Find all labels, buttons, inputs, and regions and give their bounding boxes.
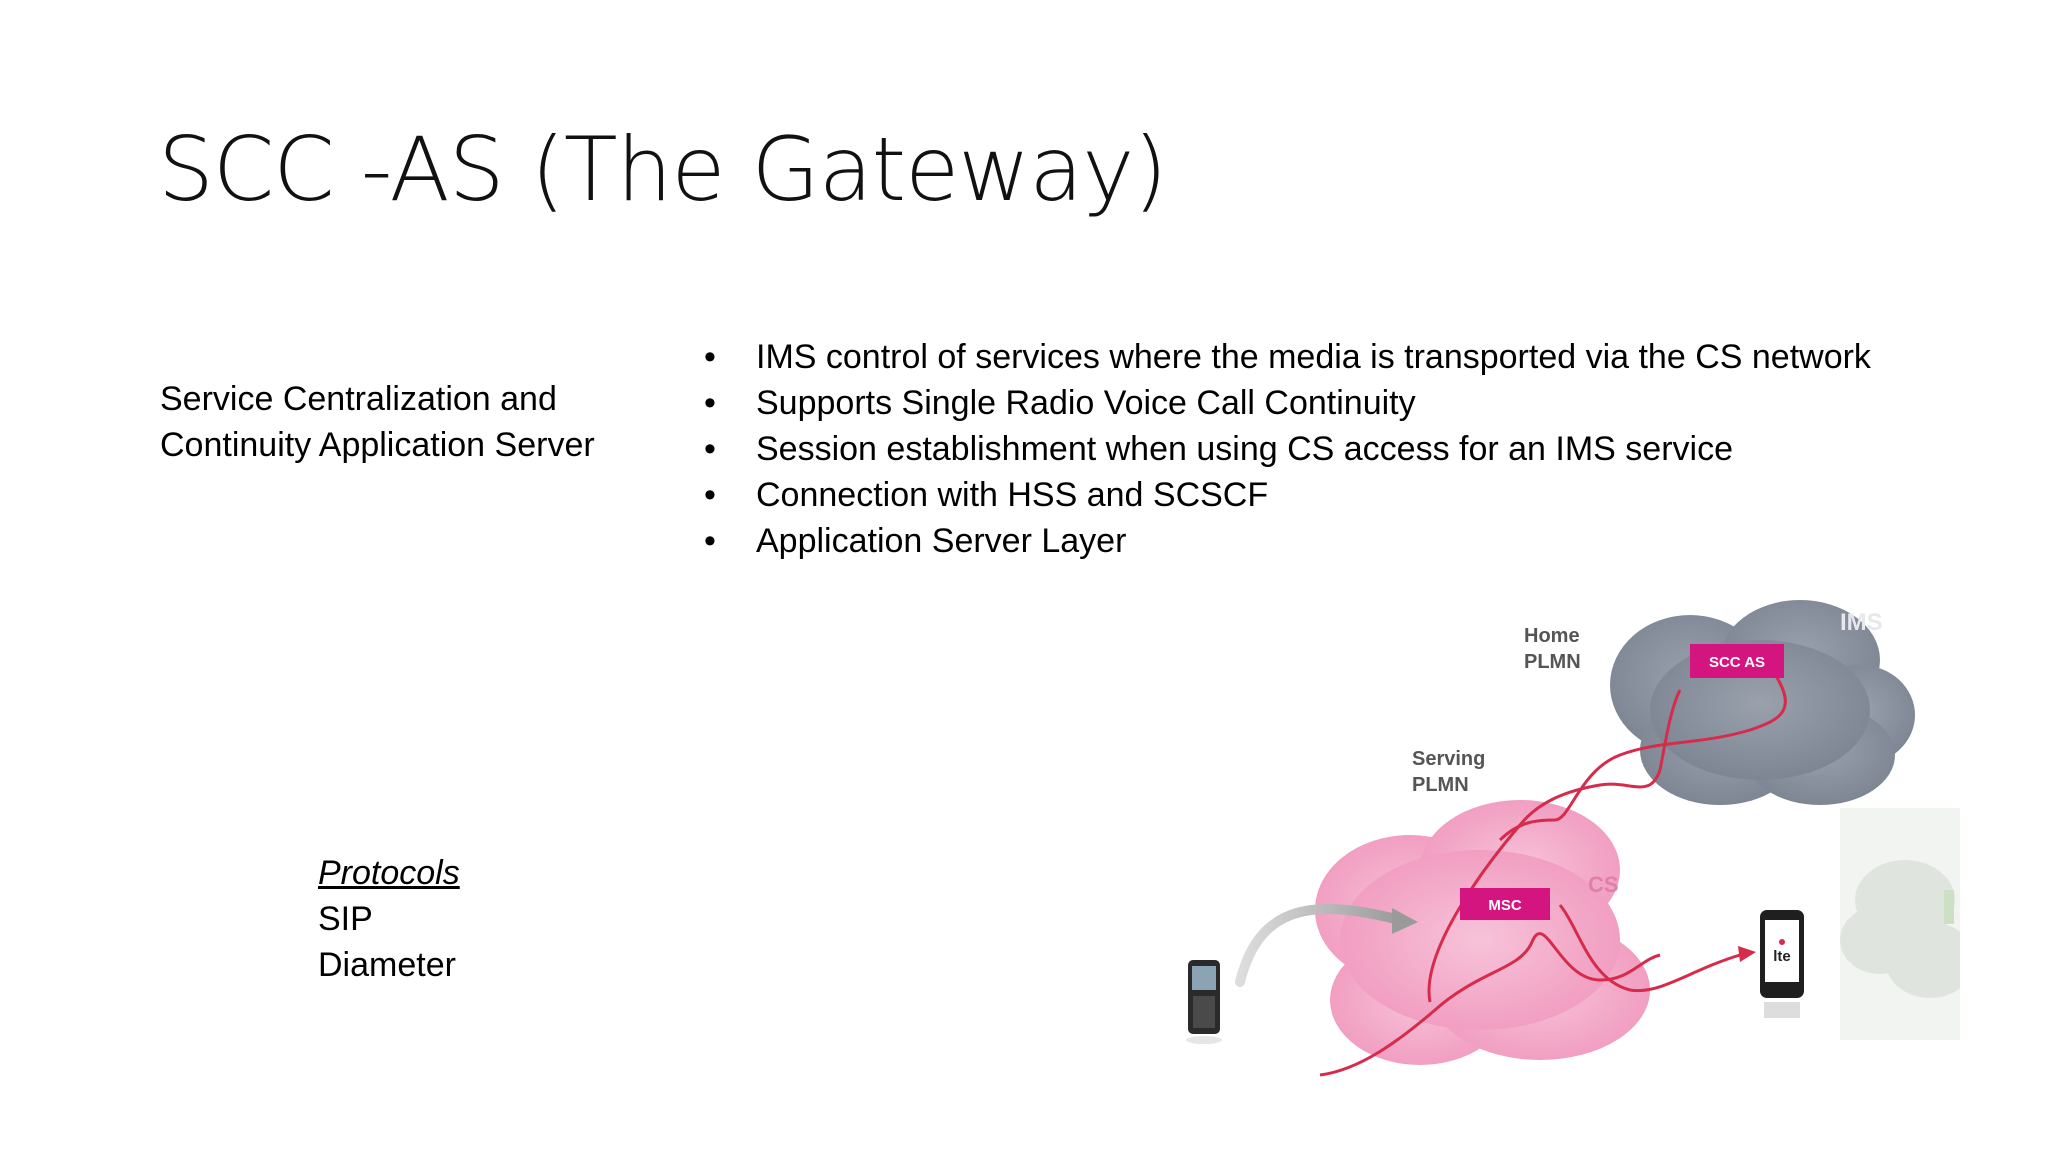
call-path-arrowhead-icon xyxy=(1738,946,1756,962)
cs-label: CS xyxy=(1588,872,1619,897)
access-arrow-icon xyxy=(1235,904,1405,987)
bullet-dot-icon: • xyxy=(704,476,716,514)
protocol-item: Diameter xyxy=(318,946,456,984)
home-plmn-label-1: Home xyxy=(1524,625,1580,647)
cs-cloud-icon xyxy=(1315,800,1650,1065)
subtitle-line-2: Continuity Application Server xyxy=(160,426,595,464)
msc-node: MSC xyxy=(1460,888,1550,920)
slide-subtitle: Service Centralization and Continuity Ap… xyxy=(160,376,680,468)
scc-as-node: SCC AS xyxy=(1690,644,1784,678)
subtitle-line-1: Service Centralization and xyxy=(160,380,557,418)
ims-cloud-icon xyxy=(1610,600,1915,805)
bullet-item: • Connection with HSS and SCSCF xyxy=(700,472,1871,518)
ims-label: IMS xyxy=(1840,609,1883,636)
bullet-text: Supports Single Radio Voice Call Continu… xyxy=(756,384,1416,422)
protocol-item: SIP xyxy=(318,900,373,938)
slide-title: SCC -AS (The Gateway) xyxy=(158,118,1168,221)
network-diagram: SCC AS MSC Home PLMN Serving PLMN IMS CS… xyxy=(1160,570,1960,1140)
protocols-heading: Protocols xyxy=(318,854,460,892)
bullet-list: • IMS control of services where the media… xyxy=(700,334,1871,564)
bullet-item: • Session establishment when using CS acc… xyxy=(700,426,1871,472)
protocols-block: Protocols SIP Diameter xyxy=(318,850,460,988)
lte-label: lte xyxy=(1773,948,1791,965)
serving-plmn-label-2: PLMN xyxy=(1412,774,1469,796)
network-diagram-svg: SCC AS MSC Home PLMN Serving PLMN IMS CS… xyxy=(1186,600,1960,1077)
bullet-text: IMS control of services where the media … xyxy=(756,338,1871,376)
bullet-dot-icon: • xyxy=(704,430,716,468)
call-path-return-icon xyxy=(1498,669,1787,842)
call-path-end-icon xyxy=(1558,904,1741,993)
bullet-item: • Supports Single Radio Voice Call Contin… xyxy=(700,380,1871,426)
bullet-item: • IMS control of services where the media… xyxy=(700,334,1871,380)
msc-label: MSC xyxy=(1488,897,1522,914)
scc-as-label: SCC AS xyxy=(1709,654,1765,671)
bullet-text: Connection with HSS and SCSCF xyxy=(756,476,1269,514)
bullet-dot-icon: • xyxy=(704,522,716,560)
bullet-item: • Application Server Layer xyxy=(700,518,1871,564)
lte-phone-icon: lte xyxy=(1760,910,1804,1018)
bullet-dot-icon: • xyxy=(704,384,716,422)
bullet-text: Application Server Layer xyxy=(756,522,1127,560)
faded-cloud-icon xyxy=(1840,808,1960,1040)
access-arrow-head-icon xyxy=(1392,908,1418,934)
bullet-text: Session establishment when using CS acce… xyxy=(756,430,1734,468)
home-plmn-label-2: PLMN xyxy=(1524,651,1581,673)
mobile-phone-icon xyxy=(1186,960,1222,1044)
serving-plmn-label-1: Serving xyxy=(1412,748,1485,770)
bullet-dot-icon: • xyxy=(704,338,716,376)
